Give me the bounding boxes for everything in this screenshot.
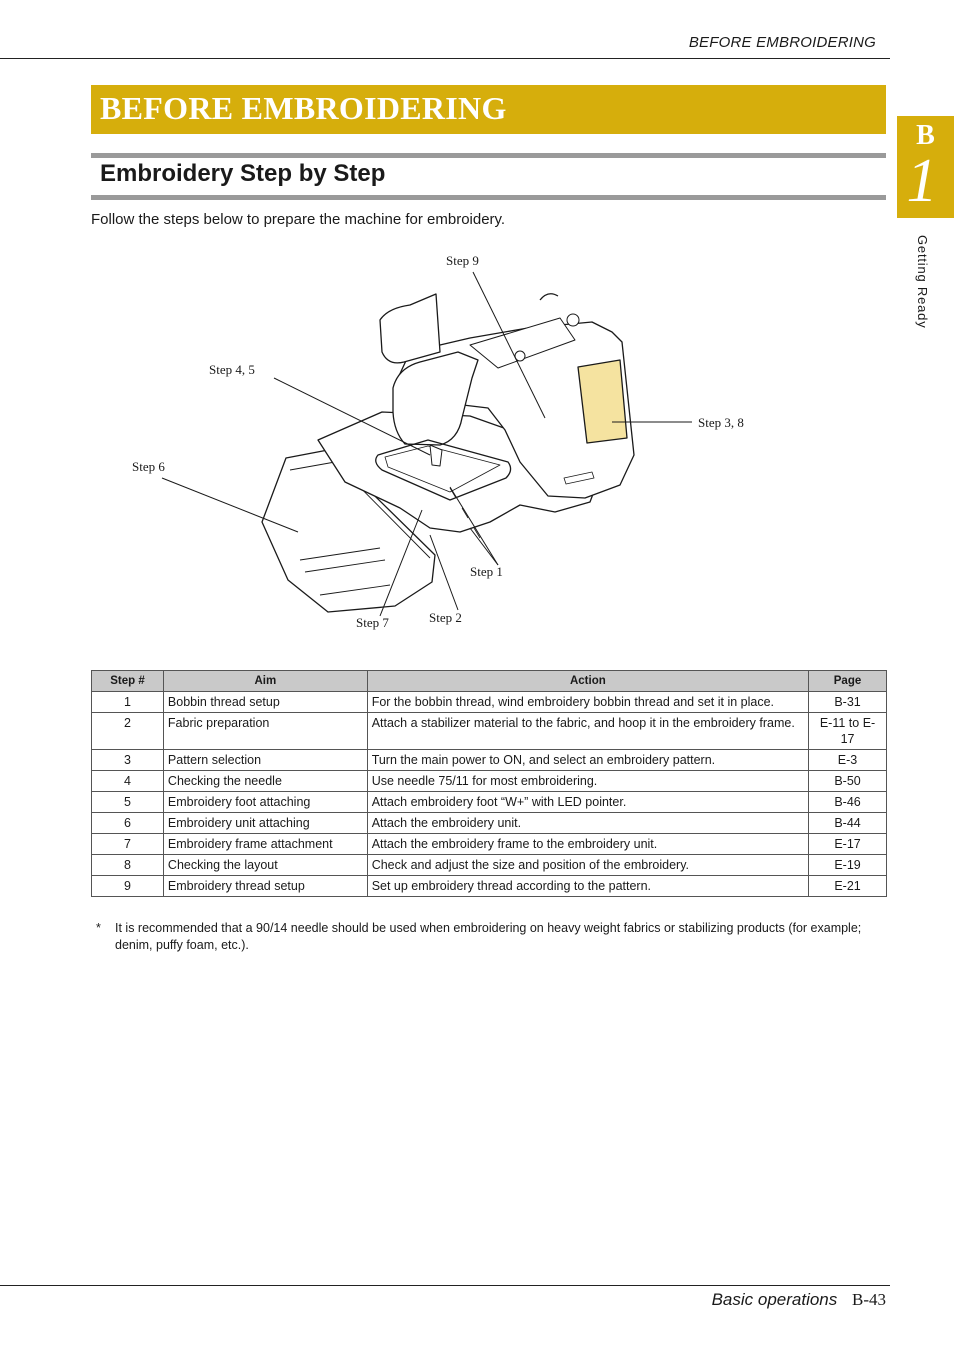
cell-aim: Checking the layout bbox=[162, 854, 368, 876]
footnote-text: It is recommended that a 90/14 needle sh… bbox=[115, 921, 862, 952]
steps-table: Step # Aim Action Page 1 Bobbin thread s… bbox=[91, 670, 887, 897]
cell-action: For the bobbin thread, wind embroidery b… bbox=[366, 691, 810, 713]
header-action: Action bbox=[366, 670, 810, 692]
cell-action: Attach the embroidery unit. bbox=[366, 812, 810, 834]
table-row: 9 Embroidery thread setup Set up embroid… bbox=[91, 875, 887, 897]
top-rule bbox=[0, 58, 890, 59]
cell-aim: Embroidery frame attachment bbox=[162, 833, 368, 855]
footnote: * It is recommended that a 90/14 needle … bbox=[96, 920, 886, 954]
callout-step9: Step 9 bbox=[446, 253, 479, 268]
callout-step2: Step 2 bbox=[429, 610, 462, 625]
page-number: B-43 bbox=[852, 1290, 886, 1309]
callout-step1: Step 1 bbox=[470, 564, 503, 579]
cell-aim: Pattern selection bbox=[162, 749, 368, 771]
cell-step: 4 bbox=[91, 770, 164, 792]
cell-action: Check and adjust the size and position o… bbox=[366, 854, 810, 876]
cell-aim: Embroidery unit attaching bbox=[162, 812, 368, 834]
top-cover bbox=[379, 293, 441, 364]
callout-step38: Step 3, 8 bbox=[698, 415, 744, 430]
cell-page: E-11 to E-17 bbox=[808, 712, 887, 750]
table-row: 2 Fabric preparation Attach a stabilizer… bbox=[91, 712, 887, 750]
cell-action: Attach the embroidery frame to the embro… bbox=[366, 833, 810, 855]
bottom-rule bbox=[0, 1285, 890, 1286]
section-rule-top bbox=[91, 153, 886, 158]
lcd-screen bbox=[577, 359, 628, 444]
table-header-row: Step # Aim Action Page bbox=[91, 670, 887, 692]
table-row: 4 Checking the needle Use needle 75/11 f… bbox=[91, 770, 887, 792]
cell-step: 8 bbox=[91, 854, 164, 876]
machine-diagram: Step 9 Step 4, 5 Step 6 Step 3, 8 Step 1… bbox=[132, 253, 744, 630]
cell-page: B-31 bbox=[808, 691, 887, 713]
cell-aim: Checking the needle bbox=[162, 770, 368, 792]
cell-page: E-3 bbox=[808, 749, 887, 771]
callout-step7: Step 7 bbox=[356, 615, 389, 630]
callout-step6: Step 6 bbox=[132, 459, 165, 474]
banner-title: BEFORE EMBROIDERING bbox=[100, 90, 507, 126]
table-row: 7 Embroidery frame attachment Attach the… bbox=[91, 833, 887, 855]
side-label: Getting Ready bbox=[915, 235, 930, 329]
chapter-tab: B 1 bbox=[897, 116, 954, 218]
cell-action: Attach embroidery foot “W+” with LED poi… bbox=[366, 791, 810, 813]
running-head: BEFORE EMBROIDERING bbox=[688, 34, 876, 51]
cell-aim: Embroidery foot attaching bbox=[162, 791, 368, 813]
cell-aim: Fabric preparation bbox=[162, 712, 368, 750]
cell-action: Turn the main power to ON, and select an… bbox=[366, 749, 810, 771]
cell-step: 6 bbox=[91, 812, 164, 834]
table-row: 1 Bobbin thread setup For the bobbin thr… bbox=[91, 691, 887, 713]
footer-section: Basic operations bbox=[711, 1290, 838, 1309]
cell-action: Set up embroidery thread according to th… bbox=[366, 875, 810, 897]
footnote-mark: * bbox=[96, 921, 101, 935]
cell-action: Use needle 75/11 for most embroidering. bbox=[366, 770, 810, 792]
header-step: Step # bbox=[91, 670, 164, 692]
table-row: 3 Pattern selection Turn the main power … bbox=[91, 749, 887, 771]
section-title: Embroidery Step by Step bbox=[100, 160, 386, 187]
page-footer: Basic operations B-43 bbox=[712, 1290, 886, 1310]
callout-step45: Step 4, 5 bbox=[209, 362, 255, 377]
cell-page: E-21 bbox=[808, 875, 887, 897]
section-rule-bottom bbox=[91, 195, 886, 200]
cell-page: B-44 bbox=[808, 812, 887, 834]
cell-action: Attach a stabilizer material to the fabr… bbox=[366, 712, 810, 750]
cell-step: 1 bbox=[91, 691, 164, 713]
cell-step: 7 bbox=[91, 833, 164, 855]
cell-step: 2 bbox=[91, 712, 164, 750]
chapter-banner: BEFORE EMBROIDERING bbox=[91, 85, 886, 134]
table-row: 5 Embroidery foot attaching Attach embro… bbox=[91, 791, 887, 813]
cell-step: 3 bbox=[91, 749, 164, 771]
cell-page: B-46 bbox=[808, 791, 887, 813]
cell-page: B-50 bbox=[808, 770, 887, 792]
header-page: Page bbox=[808, 670, 887, 692]
header-aim: Aim bbox=[162, 670, 368, 692]
cell-step: 5 bbox=[91, 791, 164, 813]
cell-step: 9 bbox=[91, 875, 164, 897]
chapter-letter: B bbox=[916, 120, 935, 151]
cell-aim: Bobbin thread setup bbox=[162, 691, 368, 713]
embroidery-hoop bbox=[375, 439, 512, 501]
table-row: 8 Checking the layout Check and adjust t… bbox=[91, 854, 887, 876]
chapter-number: 1 bbox=[906, 147, 938, 215]
table-row: 6 Embroidery unit attaching Attach the e… bbox=[91, 812, 887, 834]
cell-page: E-19 bbox=[808, 854, 887, 876]
intro-text: Follow the steps below to prepare the ma… bbox=[91, 211, 506, 228]
cell-aim: Embroidery thread setup bbox=[162, 875, 368, 897]
machine-head bbox=[392, 351, 479, 446]
cell-page: E-17 bbox=[808, 833, 887, 855]
